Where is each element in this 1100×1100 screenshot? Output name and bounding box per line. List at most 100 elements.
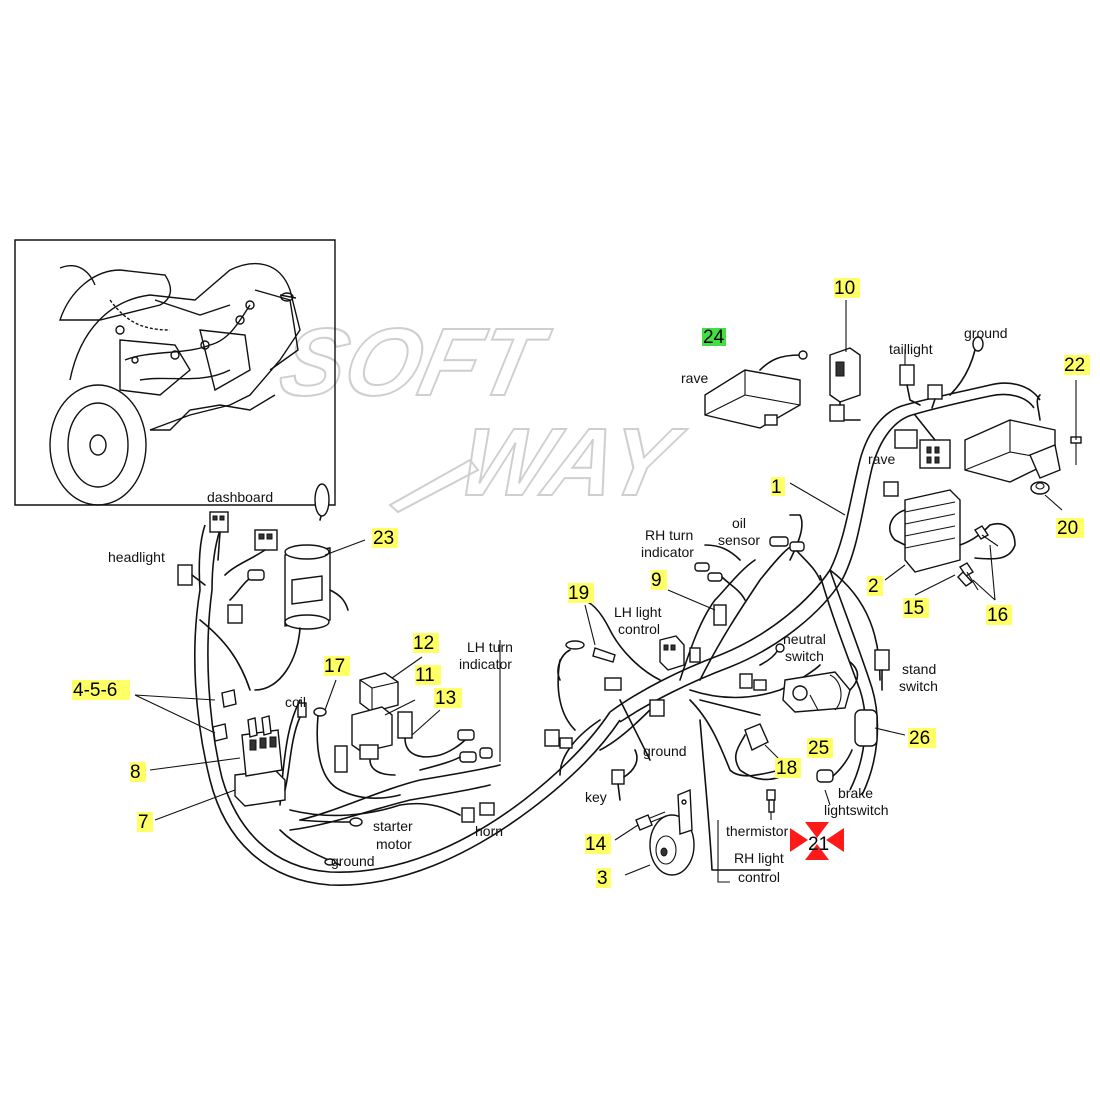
label-lh-light-2: control [618,621,660,637]
fuse-block-7-8 [234,715,286,807]
part-number-13: 13 [435,688,456,709]
part-numbers: 1 2 3 4-5-6 7 8 9 10 11 12 13 14 15 16 1… [72,278,1090,889]
horn-connector [461,802,495,823]
horn-3 [649,788,695,876]
connector-13 [397,711,475,758]
label-neutral-2: switch [785,648,824,664]
label-taillight: taillight [889,341,933,357]
ground-lead-top [949,336,984,396]
label-neutral-1: neutral [783,631,826,647]
relay-10 [829,347,861,422]
label-stand-2: switch [899,678,938,694]
part-number-15: 15 [903,598,924,619]
part-number-26: 26 [909,728,930,749]
label-horn: horn [475,823,503,839]
part-number-23: 23 [373,528,394,549]
part-number-21: 21 [808,834,829,855]
part-number-17: 17 [324,656,345,677]
label-thermistor: thermistor [726,823,789,839]
label-stand-1: stand [902,661,936,677]
neutral-switch-25 [782,661,859,713]
label-ground-top: ground [964,325,1008,341]
part-number-9: 9 [651,570,662,591]
text-labels: dashboard headlight coil LH turn indicat… [108,325,1008,885]
fuses-4-5-6 [212,689,237,742]
rave-control-unit [704,350,808,429]
label-starter-2: motor [376,836,412,852]
label-key: key [585,789,607,805]
cdi-unit [964,394,1061,483]
label-dashboard: dashboard [207,489,273,505]
label-rave-top: rave [681,370,708,386]
neutral-switch-connector [759,643,785,666]
marker-21-red [790,822,844,860]
label-rave-right: rave [868,451,895,467]
screw-14 [635,811,667,831]
label-lh-light-1: LH light [614,604,662,620]
label-lh-turn-1: LH turn [467,639,513,655]
thermistor-probe [766,789,776,820]
sleeve-26 [854,709,878,747]
key-connector [611,749,638,801]
part-number-10: 10 [834,278,855,299]
part-number-24: 24 [703,327,725,348]
label-brake-2: lightswitch [824,802,889,818]
components [177,336,1082,876]
rh-turn-connectors [694,562,746,626]
nut-20 [1030,481,1050,495]
label-oil-1: oil [732,515,746,531]
part-number-7: 7 [138,812,149,833]
label-ground-bottom: ground [331,853,375,869]
brake-switch-plug [816,749,853,783]
part-number-22: 22 [1064,355,1085,376]
dashboard-connectors [177,511,278,624]
stand-switch-connector [874,649,890,691]
relay-12 [359,672,399,713]
coil-ring-17 [284,702,401,800]
part-number-11: 11 [415,665,435,686]
leader-lines [134,300,1077,883]
part-number-20: 20 [1057,518,1078,539]
label-headlight: headlight [108,549,165,565]
part-number-8: 8 [130,762,141,783]
part-number-25: 25 [808,738,829,759]
relay-11 [334,706,396,776]
part-number-14: 14 [585,834,607,855]
lh-light-control-connector [659,635,767,691]
starter-motor-terminal [299,817,363,866]
watermark-line2: WAY [450,408,693,516]
ignition-coil-23 [254,483,349,691]
part-number-18: 18 [776,758,797,779]
part-number-3: 3 [597,868,608,889]
part-number-1: 1 [771,477,782,498]
label-starter-1: starter [373,818,413,834]
connector-19 [557,640,616,731]
label-oil-2: sensor [718,532,760,548]
watermark: SOFT WAY [271,307,694,517]
ground-connectors-mid [544,677,665,749]
label-rh-turn-2: indicator [641,544,694,560]
screws-15-16 [957,525,999,591]
label-brake-1: brake [838,785,873,801]
screw-22 [1070,436,1082,465]
part-number-19: 19 [568,583,589,604]
part-number-12: 12 [413,633,434,654]
taillight-connectors [899,364,943,409]
regulator-2 [883,481,1016,573]
lh-turn-connectors [419,747,493,771]
label-rh-turn-1: RH turn [645,527,693,543]
part-number-16: 16 [987,605,1008,626]
watermark-line1: SOFT [272,308,558,416]
label-coil: coil [285,694,306,710]
part-number-4-5-6: 4-5-6 [73,680,117,701]
motorcycle-illustration [49,263,301,506]
label-lh-turn-2: indicator [459,656,512,672]
label-rh-light-2: control [738,869,780,885]
main-harness [193,382,1041,886]
label-rh-light-1: RH light [734,850,784,866]
rave-connector [894,414,951,469]
motorcycle-inset [14,239,336,506]
label-ground-mid: ground [643,743,687,759]
